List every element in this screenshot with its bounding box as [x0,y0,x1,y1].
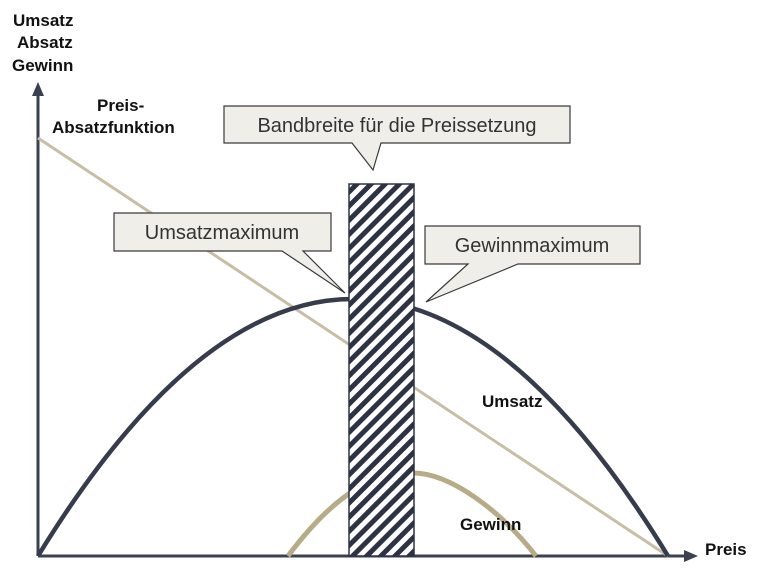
demand-label-2: Absatzfunktion [52,118,175,137]
y-axis-label-1: Umsatz [13,11,73,30]
y-axis-label-2: Absatz [17,33,73,52]
profit-label: Gewinn [460,515,521,534]
y-axis-label-3: Gewinn [12,56,73,75]
x-axis-arrow [684,550,698,562]
callout-price-band [223,105,571,172]
revenue-label: Umsatz [482,392,542,411]
price-band [348,183,415,557]
y-axis-arrow [32,82,44,96]
callout-revenue-max [113,212,346,294]
callout-profit-max [424,225,641,303]
callout-price-band-text: Bandbreite für die Preissetzung [257,115,536,137]
demand-label-1: Preis- [97,96,144,115]
callout-profit-max-text: Gewinnmaximum [455,235,609,257]
x-axis-label: Preis [705,540,747,559]
callout-revenue-max-text: Umsatzmaximum [145,222,299,244]
